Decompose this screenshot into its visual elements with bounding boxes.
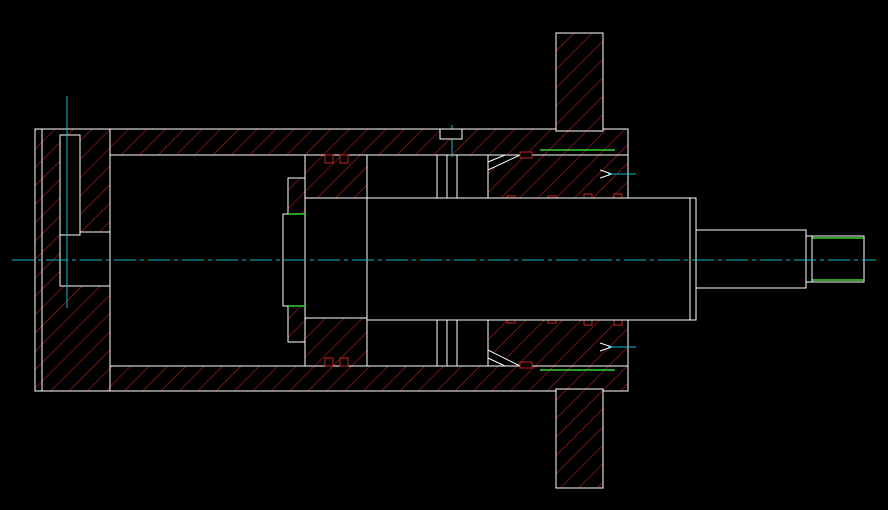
rod-end-thread <box>805 235 865 283</box>
piston-rod <box>366 197 697 321</box>
flange-bottom <box>555 388 604 489</box>
rod-end-shank <box>695 229 807 289</box>
barrel-port <box>439 128 463 140</box>
piston-seal-top-2 <box>339 154 349 164</box>
piston-seal-bottom-1 <box>324 357 334 367</box>
piston-seal-bottom-2 <box>339 357 349 367</box>
seal-groove-bottom <box>519 361 533 369</box>
flange-top <box>555 32 604 132</box>
rear-port-channel <box>59 134 81 236</box>
rear-port-cavity <box>59 231 111 287</box>
seal-groove-top <box>519 151 533 159</box>
piston-seal-top-1 <box>324 154 334 164</box>
